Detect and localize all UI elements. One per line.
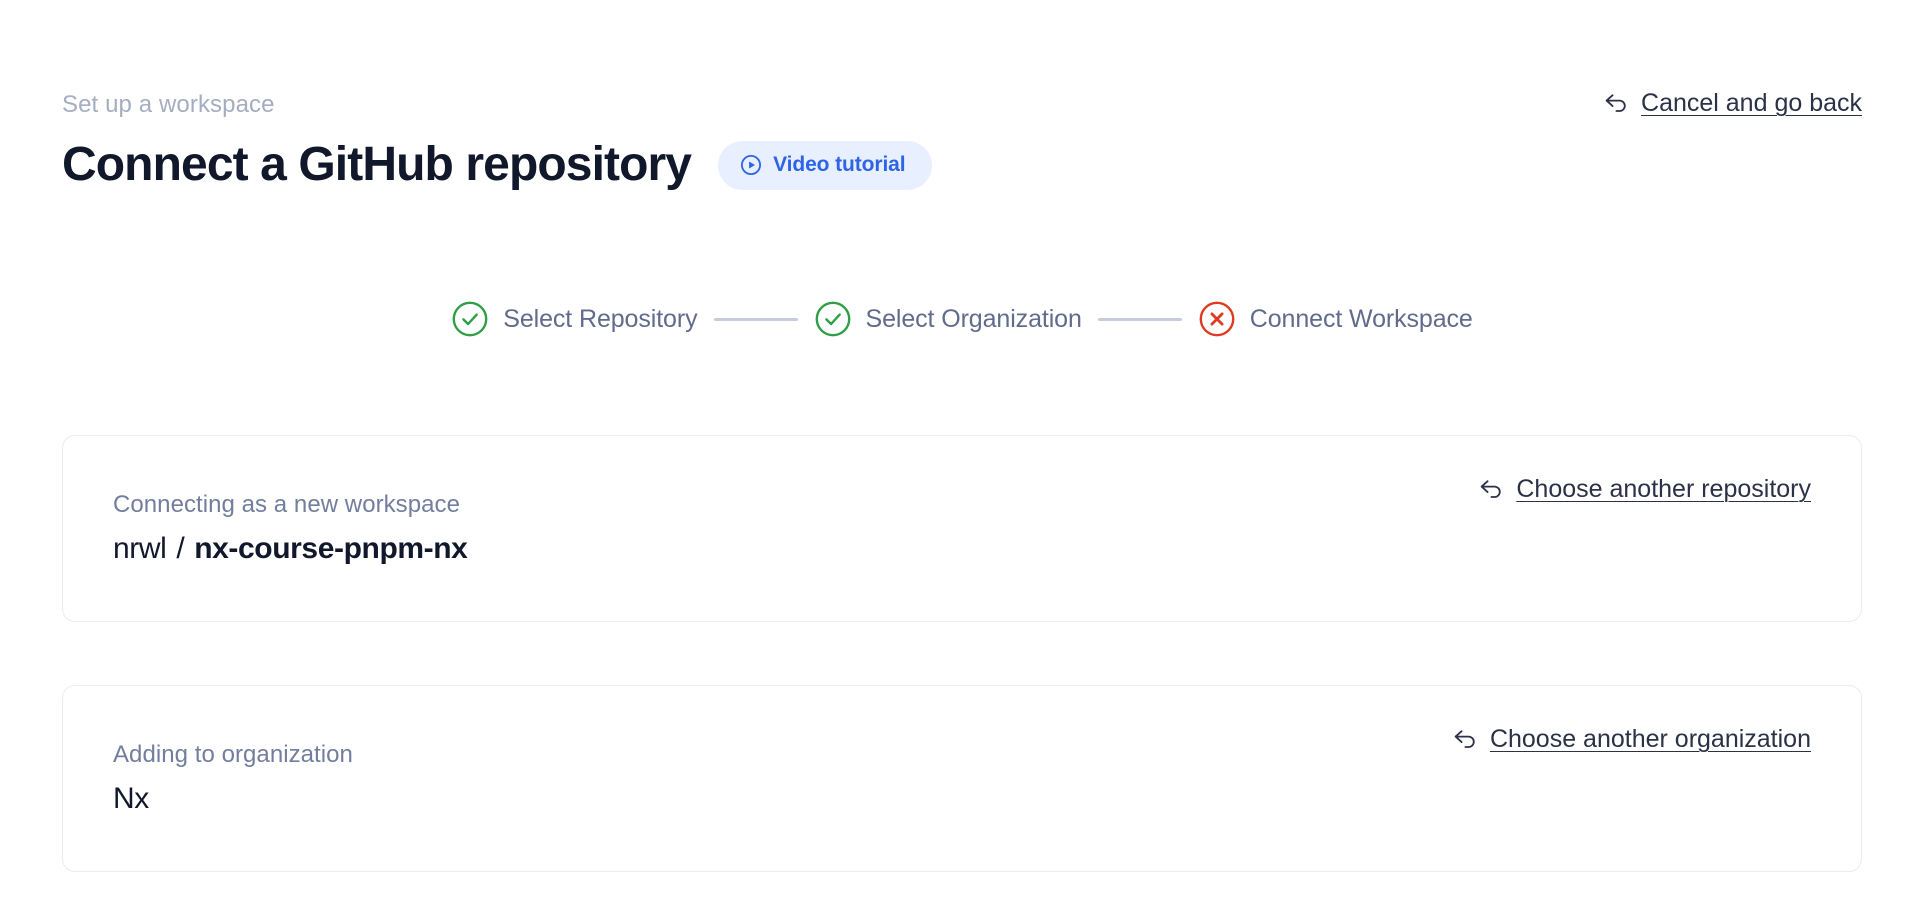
stepper-step-connect-workspace[interactable]: Connect Workspace bbox=[1198, 300, 1473, 338]
stepper-connector-1 bbox=[713, 317, 798, 321]
page-title: Connect a GitHub repository bbox=[62, 138, 692, 191]
back-arrow-icon bbox=[1479, 478, 1505, 500]
choose-another-repository-label: Choose another repository bbox=[1516, 475, 1811, 503]
organization-card-value: Nx bbox=[113, 781, 149, 815]
check-circle-icon bbox=[814, 300, 852, 338]
repository-card-caption: Connecting as a new workspace bbox=[113, 490, 460, 518]
repository-name: nx-course-pnpm-nx bbox=[194, 531, 468, 565]
organization-card-caption: Adding to organization bbox=[113, 740, 353, 768]
choose-another-repository-link[interactable]: Choose another repository bbox=[1479, 474, 1811, 504]
x-circle-icon bbox=[1198, 300, 1236, 338]
organization-card-body: Adding to organization Nx bbox=[113, 740, 1453, 818]
repository-separator: / bbox=[176, 531, 185, 565]
stepper-connector-2 bbox=[1097, 317, 1182, 321]
stepper-step-select-repository[interactable]: Select Repository bbox=[451, 300, 698, 338]
back-arrow-icon bbox=[1604, 92, 1630, 114]
cancel-and-go-back-link[interactable]: Cancel and go back bbox=[1604, 88, 1862, 118]
choose-another-organization-label: Choose another organization bbox=[1489, 725, 1811, 753]
video-tutorial-label: Video tutorial bbox=[773, 153, 906, 176]
choose-another-organization-link[interactable]: Choose another organization bbox=[1453, 724, 1811, 754]
repository-card-body: Connecting as a new workspace nrwl / nx-… bbox=[113, 490, 1479, 568]
cancel-and-go-back-label: Cancel and go back bbox=[1641, 89, 1862, 117]
organization-card: Adding to organization Nx Choose another… bbox=[62, 685, 1862, 872]
repository-owner: nrwl bbox=[113, 531, 167, 565]
stepper-label-select-repository: Select Repository bbox=[503, 305, 698, 333]
breadcrumb-eyebrow: Set up a workspace bbox=[62, 91, 275, 118]
progress-stepper: Select Repository Select Organization Co… bbox=[0, 300, 1924, 338]
video-tutorial-button[interactable]: Video tutorial bbox=[718, 140, 932, 190]
repository-card: Connecting as a new workspace nrwl / nx-… bbox=[62, 435, 1862, 622]
check-circle-icon bbox=[451, 300, 489, 338]
title-row: Connect a GitHub repository Video tutori… bbox=[62, 137, 1862, 193]
stepper-step-select-organization[interactable]: Select Organization bbox=[814, 300, 1082, 338]
page-header: Set up a workspace Connect a GitHub repo… bbox=[62, 90, 1862, 200]
play-circle-icon bbox=[740, 154, 762, 176]
repository-card-value: nrwl / nx-course-pnpm-nx bbox=[113, 530, 1479, 568]
back-arrow-icon bbox=[1453, 728, 1479, 750]
stepper-label-connect-workspace: Connect Workspace bbox=[1249, 305, 1473, 333]
stepper-label-select-organization: Select Organization bbox=[865, 305, 1082, 333]
